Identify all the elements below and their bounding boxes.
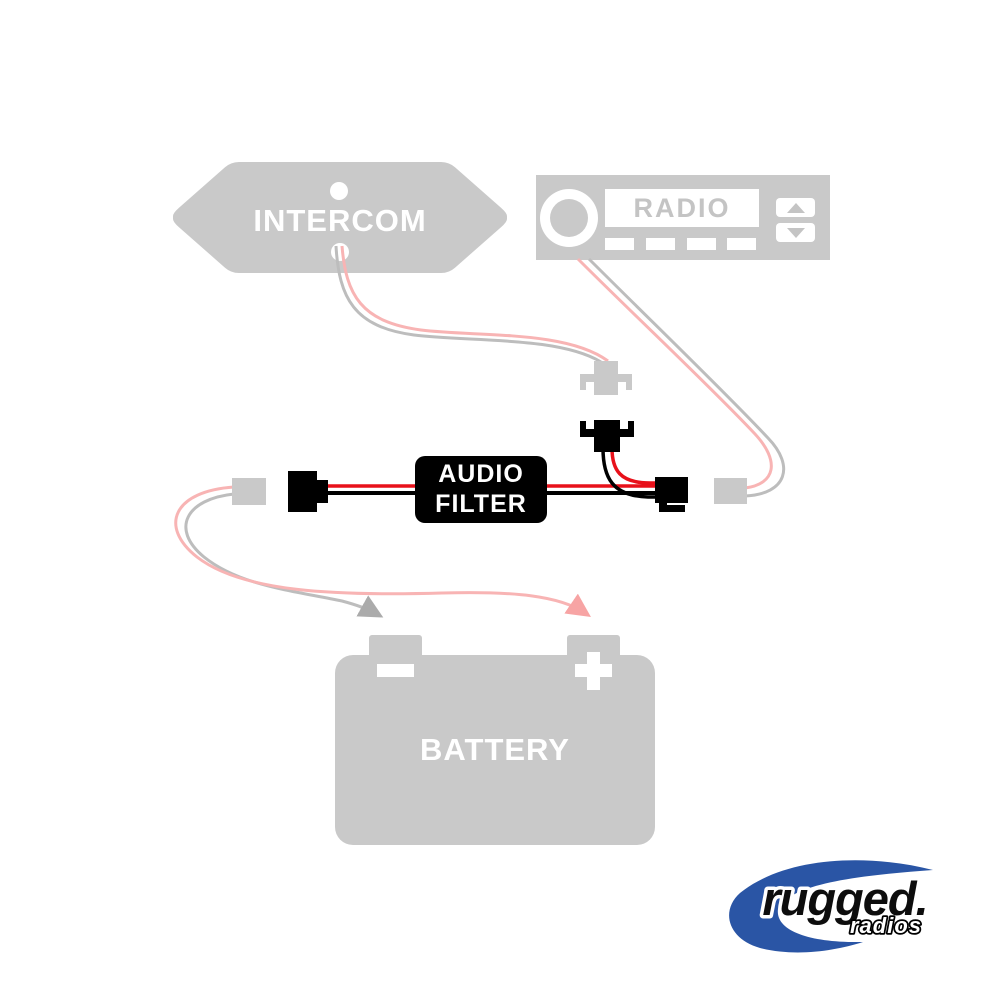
filter-left-connector-body bbox=[288, 471, 317, 512]
radio-preset-button-4 bbox=[727, 238, 756, 250]
down-arrow-icon bbox=[786, 227, 805, 238]
radio-down-button bbox=[776, 223, 815, 242]
audio-filter-box: AUDIO FILTER bbox=[415, 456, 547, 523]
radio-lead-receptacle bbox=[714, 478, 747, 504]
intercom-body bbox=[173, 162, 507, 273]
radio-preset-button-3 bbox=[687, 238, 716, 250]
intercom-wire-port bbox=[331, 243, 349, 261]
rugged-radios-logo: rugged. radios bbox=[729, 860, 933, 953]
radio-preset-button-1 bbox=[605, 238, 634, 250]
wire-plug-black bbox=[601, 447, 662, 499]
logo-subbrand-text: radios bbox=[850, 913, 922, 938]
intercom-label: INTERCOM bbox=[253, 203, 427, 238]
radio-knob-icon bbox=[540, 189, 598, 247]
intercom-top-hole bbox=[330, 182, 348, 200]
filter-left-connector-tab bbox=[317, 480, 328, 503]
audio-filter-label-line1: AUDIO bbox=[438, 460, 524, 488]
intercom-plug-body bbox=[594, 373, 618, 395]
battery-positive-symbol-vertical bbox=[587, 652, 600, 690]
filter-plug-body bbox=[594, 420, 620, 452]
logo-brand-text: rugged. bbox=[762, 872, 927, 925]
intercom-plug-right-ear bbox=[626, 374, 632, 390]
battery-lead-receptacle bbox=[232, 478, 266, 505]
radio-up-button bbox=[776, 198, 815, 217]
filter-right-connector-body bbox=[655, 477, 688, 503]
up-arrow-icon bbox=[786, 202, 805, 213]
radio-box: RADIO bbox=[536, 175, 830, 260]
filter-plug-right-ear bbox=[628, 421, 634, 437]
battery-box bbox=[335, 655, 655, 845]
logo-swoosh-icon bbox=[729, 860, 933, 953]
filter-plug-left-ear bbox=[580, 421, 586, 437]
radio-display: RADIO bbox=[605, 189, 759, 227]
audio-filter-label-line2: FILTER bbox=[435, 489, 527, 518]
battery-negative-symbol bbox=[377, 664, 414, 677]
wire-battery-gray bbox=[184, 492, 384, 618]
filter-right-connector-foot-bar bbox=[659, 505, 685, 512]
radio-label: RADIO bbox=[633, 192, 731, 223]
intercom-plug-left-ear bbox=[580, 374, 586, 390]
radio-preset-button-2 bbox=[646, 238, 675, 250]
battery-label: BATTERY bbox=[420, 732, 570, 767]
intercom-plug-tab bbox=[594, 361, 618, 373]
